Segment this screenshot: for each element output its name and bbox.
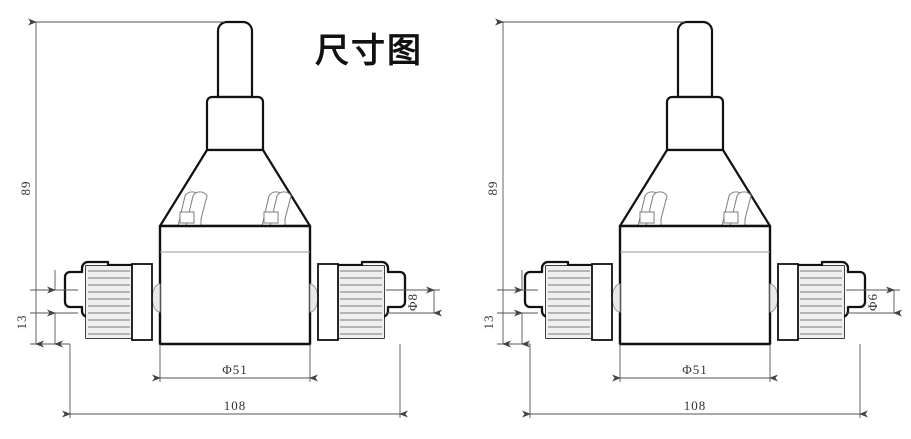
dim-height-89: 89 (18, 181, 33, 196)
dim-connector-13-right: 13 (481, 315, 496, 330)
dim-length-108-right: 108 (684, 398, 707, 413)
dim-body-phi51: Φ51 (222, 362, 248, 377)
dim-cable-phi8: Φ8 (405, 293, 420, 311)
left-part-outline (63, 20, 407, 346)
right-dimension-lines (495, 18, 902, 418)
right-knurl-ribs (338, 266, 384, 338)
left-knurl-ribs (86, 266, 132, 338)
dim-connector-13: 13 (14, 315, 29, 330)
right-drawing-left-knurl-ribs (546, 266, 592, 338)
right-part-outline (523, 20, 867, 346)
dim-body-phi51-right: Φ51 (682, 362, 708, 377)
right-drawing-right-knurl-ribs (798, 266, 844, 338)
right-drawing: 89 13 Φ51 108 Φ6 (481, 18, 902, 418)
dim-cable-phi6: Φ6 (865, 293, 880, 311)
dim-height-89-right: 89 (485, 181, 500, 196)
page-title: 尺寸图 (315, 31, 423, 71)
left-dimension-lines (28, 18, 442, 418)
left-drawing: 89 13 Φ51 108 Φ8 (14, 18, 442, 418)
dim-length-108: 108 (224, 398, 247, 413)
